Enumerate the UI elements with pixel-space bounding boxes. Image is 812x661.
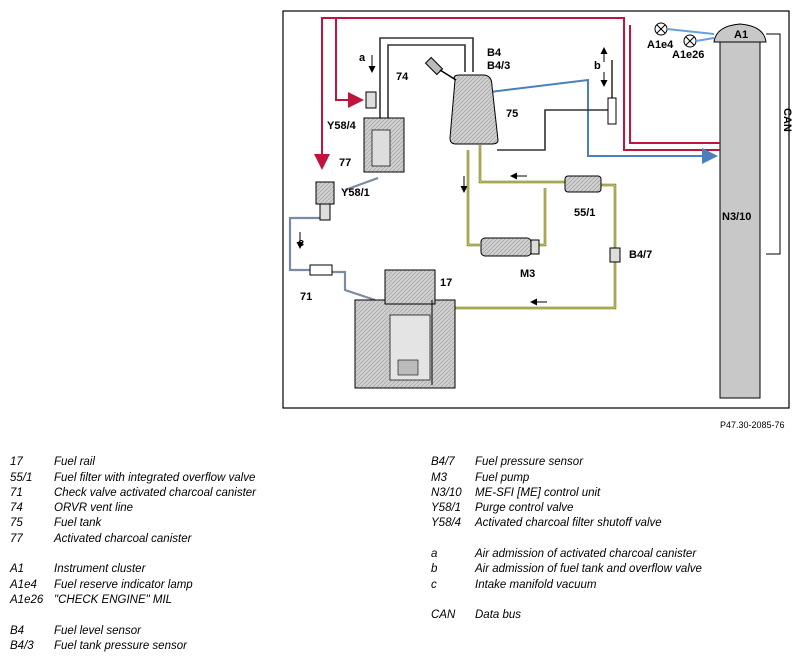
legend-description: Intake manifold vacuum — [475, 579, 597, 591]
legend-description: Air admission of activated charcoal cani… — [475, 548, 697, 560]
legend-description: Activated charcoal canister — [54, 533, 192, 545]
shutoff-valve-y58-4 — [365, 91, 377, 109]
legend-code: a — [431, 548, 438, 560]
label-m3: M3 — [520, 268, 535, 280]
legend-code: A1 — [10, 563, 25, 575]
legend-description: Fuel tank — [54, 517, 102, 529]
label-74: 74 — [396, 71, 409, 83]
fuel-filter — [564, 175, 602, 193]
blue-sensor-lines — [489, 78, 718, 164]
label-75: 75 — [506, 108, 518, 120]
legend-description: ORVR vent line — [54, 502, 134, 514]
label-77: 77 — [339, 157, 351, 169]
label-a1: A1 — [734, 29, 748, 41]
figure-reference: P47.30-2085-76 — [720, 420, 785, 430]
label-71: 71 — [300, 291, 312, 303]
legend-code: A1e4 — [10, 579, 37, 591]
legend-code: 17 — [10, 456, 23, 468]
legend-description: Activated charcoal filter shutoff valve — [475, 517, 662, 529]
legend-code: b — [431, 563, 438, 575]
legend-code: 75 — [10, 517, 23, 529]
fuel-pump — [480, 237, 532, 257]
legend-description: Instrument cluster — [54, 563, 146, 575]
legend-description: Check valve activated charcoal canister — [54, 487, 256, 499]
can-bus-line — [766, 33, 781, 255]
legend-code: M3 — [431, 472, 447, 484]
engine-block — [354, 269, 456, 389]
label-a: a — [359, 52, 366, 64]
label-a1e26: A1e26 — [672, 49, 704, 61]
purge-control-valve — [315, 181, 335, 205]
filler-neck — [424, 56, 444, 76]
legend-code: c — [431, 579, 437, 591]
legend-code: B4/3 — [10, 640, 34, 652]
legend-description: Fuel pressure sensor — [475, 456, 584, 468]
legend-description: Fuel level sensor — [54, 625, 141, 637]
legend-code: B4 — [10, 625, 25, 637]
legend-code: 71 — [10, 487, 23, 499]
label-y58-4: Y58/4 — [327, 120, 357, 132]
legend-code: CAN — [431, 609, 456, 621]
label-b4-7: B4/7 — [629, 249, 652, 261]
check-valve — [309, 264, 333, 276]
vent-lines — [379, 37, 613, 151]
diagram-frame — [282, 10, 790, 409]
legend-code: A1e26 — [10, 594, 44, 606]
label-b: b — [594, 60, 601, 72]
legend-description: Fuel filter with integrated overflow val… — [54, 472, 256, 484]
label-y58-1: Y58/1 — [341, 187, 370, 199]
check-engine-lamp-icon — [683, 34, 697, 48]
legend-code: 74 — [10, 502, 23, 514]
label-a1e4: A1e4 — [647, 39, 674, 51]
label-can: CAN — [781, 108, 793, 132]
legend-description: "CHECK ENGINE" MIL — [54, 594, 173, 606]
legend-code: Y58/4 — [431, 517, 462, 529]
fuel-lines — [433, 145, 617, 310]
label-17: 17 — [440, 277, 452, 289]
legend-code: 77 — [10, 533, 23, 545]
legend-description: ME-SFI [ME] control unit — [475, 487, 601, 499]
fuel-system-diagram: A1 A1e4 A1e26 B4 B4/3 b a 74 Y58/4 75 77… — [282, 10, 793, 409]
legend-code: Y58/1 — [431, 502, 462, 514]
label-b4: B4 — [487, 47, 502, 59]
legend-description: Air admission of fuel tank and overflow … — [475, 563, 702, 575]
legend-description: Fuel rail — [54, 456, 95, 468]
label-b4-3: B4/3 — [487, 60, 510, 72]
legend-description: Fuel pump — [475, 472, 530, 484]
fuel-tank — [449, 74, 499, 145]
fuel-reserve-lamp-icon — [654, 22, 668, 36]
purge-line — [288, 176, 379, 302]
instrument-cluster-a1 — [713, 23, 767, 43]
label-c: c — [298, 237, 304, 249]
flow-arrows — [296, 47, 608, 306]
legend-description: Fuel reserve indicator lamp — [54, 579, 193, 591]
red-signal-lines — [314, 17, 720, 170]
legend-code: N3/10 — [431, 487, 462, 499]
fuel-pressure-sensor — [609, 247, 621, 263]
label-55-1: 55/1 — [574, 207, 595, 219]
legend-description: Purge control valve — [475, 502, 574, 514]
legend-description: Data bus — [475, 609, 522, 621]
legend-code: 55/1 — [10, 472, 33, 484]
label-n3-10: N3/10 — [722, 211, 751, 223]
legend-code: B4/7 — [431, 456, 455, 468]
legend-description: Fuel tank pressure sensor — [54, 640, 187, 652]
